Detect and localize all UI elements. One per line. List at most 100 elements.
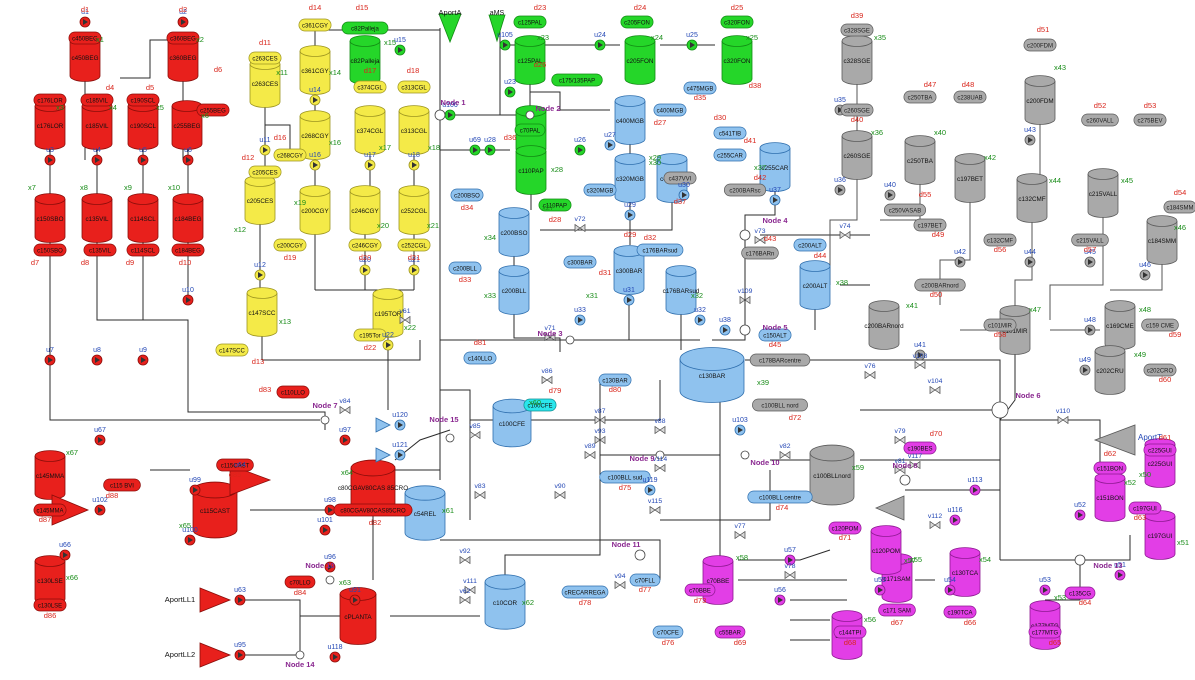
valve-v62[interactable] bbox=[459, 595, 471, 605]
valve-v86[interactable] bbox=[541, 375, 553, 385]
tank-c54REL[interactable]: c54REL bbox=[404, 485, 446, 541]
pump-u121[interactable] bbox=[394, 449, 406, 461]
demand-box[interactable]: c205CES bbox=[248, 165, 282, 179]
tank-c200BARnord[interactable]: c200BARnord bbox=[864, 300, 904, 350]
tank-c150SBO[interactable]: c150SBO bbox=[34, 193, 66, 243]
pump-u44[interactable] bbox=[1024, 256, 1036, 268]
demand-box[interactable]: c200BARnord bbox=[914, 278, 966, 292]
pump-u100[interactable] bbox=[184, 534, 196, 546]
demand-box[interactable]: c450BEG bbox=[68, 31, 102, 45]
demand-box[interactable]: c70FLL bbox=[629, 573, 661, 587]
tank-c130TCA[interactable]: c130TCA bbox=[949, 547, 981, 597]
tank-c70BBE[interactable]: c70BBE bbox=[702, 555, 734, 605]
demand-box[interactable]: c195Tor bbox=[353, 328, 387, 342]
pump-u6[interactable] bbox=[182, 154, 194, 166]
demand-box[interactable]: c171 SAM bbox=[878, 603, 916, 617]
pump-u4[interactable] bbox=[91, 154, 103, 166]
tank-c328SGE[interactable]: c328SGE bbox=[841, 35, 873, 85]
pump-u31[interactable] bbox=[623, 294, 635, 306]
pump-u28[interactable] bbox=[484, 144, 496, 156]
demand-box[interactable]: c260VALL bbox=[1081, 113, 1119, 127]
tank-c184SMM[interactable]: c184SMM bbox=[1146, 215, 1178, 265]
pump-u116[interactable] bbox=[949, 514, 961, 526]
demand-box[interactable]: c190TCA bbox=[943, 605, 977, 619]
source-AportLL1[interactable] bbox=[199, 587, 232, 613]
demand-box[interactable]: c120POM bbox=[828, 521, 862, 535]
tank-c135VIL[interactable]: c135VIL bbox=[81, 193, 113, 243]
demand-box[interactable]: c238UAB bbox=[953, 90, 987, 104]
junction-node4[interactable] bbox=[739, 229, 751, 241]
demand-box[interactable]: c475MGB bbox=[683, 81, 717, 95]
junction-node1[interactable] bbox=[434, 109, 446, 121]
junction-node2[interactable] bbox=[525, 110, 535, 120]
demand-box[interactable]: c250TBA bbox=[903, 90, 937, 104]
tank-c320FON[interactable]: c320FON bbox=[721, 35, 753, 85]
junction-node8[interactable] bbox=[899, 474, 911, 486]
demand-box[interactable]: c82Palleja bbox=[341, 21, 389, 35]
junction-node6[interactable] bbox=[991, 401, 1009, 419]
pump-u5[interactable] bbox=[137, 154, 149, 166]
tank-c82Palleja[interactable]: c82Palleja bbox=[349, 35, 381, 85]
tank-c200FDM[interactable]: c200FDM bbox=[1024, 75, 1056, 125]
demand-box[interactable]: c246CGY bbox=[348, 238, 382, 252]
valve-v73[interactable] bbox=[754, 235, 766, 245]
pump-u113[interactable] bbox=[969, 484, 981, 496]
valve-v61[interactable] bbox=[399, 315, 411, 325]
demand-box[interactable]: c70PAL bbox=[514, 123, 546, 137]
tank-c190SCL[interactable]: c190SCL bbox=[127, 100, 159, 150]
valve-v115[interactable] bbox=[649, 505, 661, 515]
tank-c260SGE[interactable]: c260SGE bbox=[841, 130, 873, 180]
demand-box[interactable]: c114SCL bbox=[126, 243, 160, 257]
demand-box[interactable]: c250VASAB bbox=[883, 203, 927, 217]
demand-box[interactable]: c541TIB bbox=[713, 126, 747, 140]
demand-box[interactable]: c200ALT bbox=[793, 238, 827, 252]
demand-box[interactable]: c215VALL bbox=[1071, 233, 1109, 247]
demand-box[interactable]: c115CAST bbox=[216, 458, 254, 472]
demand-box[interactable]: c400MGB bbox=[653, 103, 687, 117]
tank-c197GUI[interactable]: c197GUI bbox=[1144, 510, 1176, 560]
demand-box[interactable]: cRECARREGA bbox=[561, 585, 609, 599]
tank-c197BET[interactable]: c197BET bbox=[954, 153, 986, 203]
source-AportA[interactable] bbox=[438, 13, 462, 44]
pump-u97[interactable] bbox=[339, 434, 351, 446]
demand-box[interactable]: c200BSO bbox=[450, 188, 484, 202]
valve-v78[interactable] bbox=[784, 570, 796, 580]
valve-v111[interactable] bbox=[464, 585, 476, 595]
tank-c205CES[interactable]: c205CES bbox=[244, 175, 276, 225]
tank-cPLANTA[interactable]: cPLANTA bbox=[339, 587, 377, 645]
demand-box[interactable]: c80CGAV80CAS85CRO bbox=[333, 503, 413, 517]
pump-u91[interactable] bbox=[349, 594, 361, 606]
demand-box[interactable]: c100BLL sud bbox=[599, 470, 651, 484]
tank-c361CGY[interactable]: c361CGY bbox=[299, 45, 331, 95]
demand-box[interactable]: c110PAP bbox=[538, 198, 572, 212]
demand-box[interactable]: c110LLO bbox=[276, 385, 310, 399]
demand-box[interactable]: c100BLL centre bbox=[747, 490, 813, 504]
tank-c255CAR[interactable]: c255CAR bbox=[759, 142, 791, 192]
demand-box[interactable]: c260SGE bbox=[840, 103, 874, 117]
pump-u36[interactable] bbox=[834, 184, 846, 196]
pump-u106[interactable] bbox=[444, 109, 456, 121]
demand-box[interactable]: c328SGE bbox=[840, 23, 874, 37]
pump-u46[interactable] bbox=[1139, 269, 1151, 281]
valve-v89[interactable] bbox=[584, 450, 596, 460]
valve-v87[interactable] bbox=[594, 415, 606, 425]
junction-node15[interactable] bbox=[445, 433, 455, 443]
valve-v117[interactable] bbox=[909, 460, 921, 470]
demand-box[interactable]: c177MTG bbox=[1028, 625, 1062, 639]
valve-v110[interactable] bbox=[1057, 415, 1069, 425]
tank-c313CGL[interactable]: c313CGL bbox=[398, 105, 430, 155]
valve-v112[interactable] bbox=[929, 520, 941, 530]
pump-u37[interactable] bbox=[769, 194, 781, 206]
demand-box[interactable]: c100CFE bbox=[523, 398, 557, 412]
demand-box[interactable]: c200FDM bbox=[1023, 38, 1057, 52]
pump-u57[interactable] bbox=[784, 554, 796, 566]
demand-box[interactable]: c200BARsc bbox=[723, 183, 767, 197]
junction-node11[interactable] bbox=[634, 549, 646, 561]
demand-box[interactable]: c252CGL bbox=[397, 238, 431, 252]
pump-u38[interactable] bbox=[719, 324, 731, 336]
valve-v85[interactable] bbox=[469, 430, 481, 440]
pump-u2[interactable] bbox=[177, 16, 189, 28]
pump-u15[interactable] bbox=[394, 44, 406, 56]
pump-u40[interactable] bbox=[884, 189, 896, 201]
tank-c263CES[interactable]: c263CES bbox=[249, 58, 281, 108]
